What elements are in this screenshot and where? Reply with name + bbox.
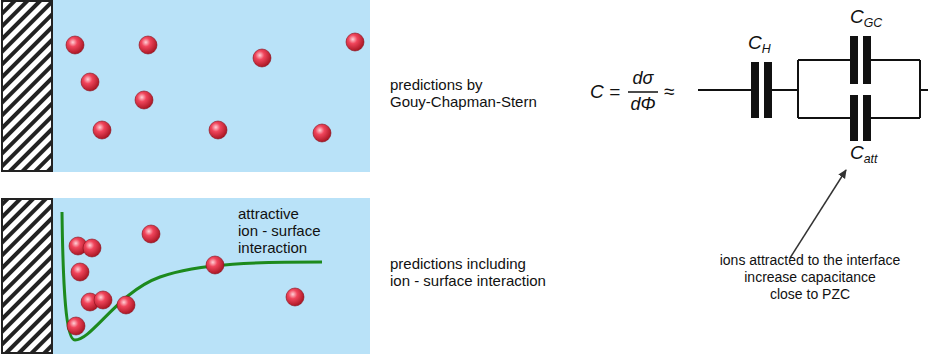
curve-label: ion - surface [238, 222, 321, 239]
component-label: CH [748, 32, 771, 60]
formula-part: dΦ [630, 94, 655, 115]
potential-curve [62, 212, 322, 340]
ion [93, 121, 111, 139]
electrode-wall [2, 1, 52, 171]
electrolyte [52, 0, 370, 172]
note-label: predictions including [390, 255, 526, 272]
ion [67, 317, 85, 335]
ion [209, 121, 227, 139]
fraction-bar [628, 91, 658, 93]
capacitor-plates [751, 36, 871, 141]
ion [206, 256, 224, 274]
ion [66, 36, 84, 54]
electrolyte [52, 198, 370, 354]
curve-label: attractive [238, 205, 299, 222]
formula-part: C = [590, 81, 620, 103]
ion [81, 73, 99, 91]
ion [83, 239, 101, 257]
electrode-wall [2, 199, 52, 353]
callout-text: ions attracted to the interface [720, 252, 901, 268]
ion [286, 288, 304, 306]
ions [66, 33, 364, 335]
ion [71, 263, 89, 281]
ion [94, 291, 112, 309]
ion [117, 296, 135, 314]
ion [253, 49, 271, 67]
callout-text: increase capacitance [744, 269, 876, 285]
formula-part: dσ [633, 68, 654, 89]
ion [142, 225, 160, 243]
note-label: predictions by [390, 76, 483, 93]
ion [346, 33, 364, 51]
note-label: Gouy-Chapman-Stern [390, 93, 537, 110]
circuit [698, 60, 928, 118]
note-label: ion - surface interaction [390, 272, 546, 289]
callout-text: close to PZC [770, 286, 850, 302]
formula-part: ≈ [664, 81, 674, 103]
ion [135, 91, 153, 109]
ion [139, 36, 157, 54]
ion [313, 124, 331, 142]
leader-arrow [790, 170, 846, 258]
component-label: CGC [850, 6, 882, 34]
curve-label: interaction [238, 239, 307, 256]
component-label: Catt [850, 142, 877, 170]
